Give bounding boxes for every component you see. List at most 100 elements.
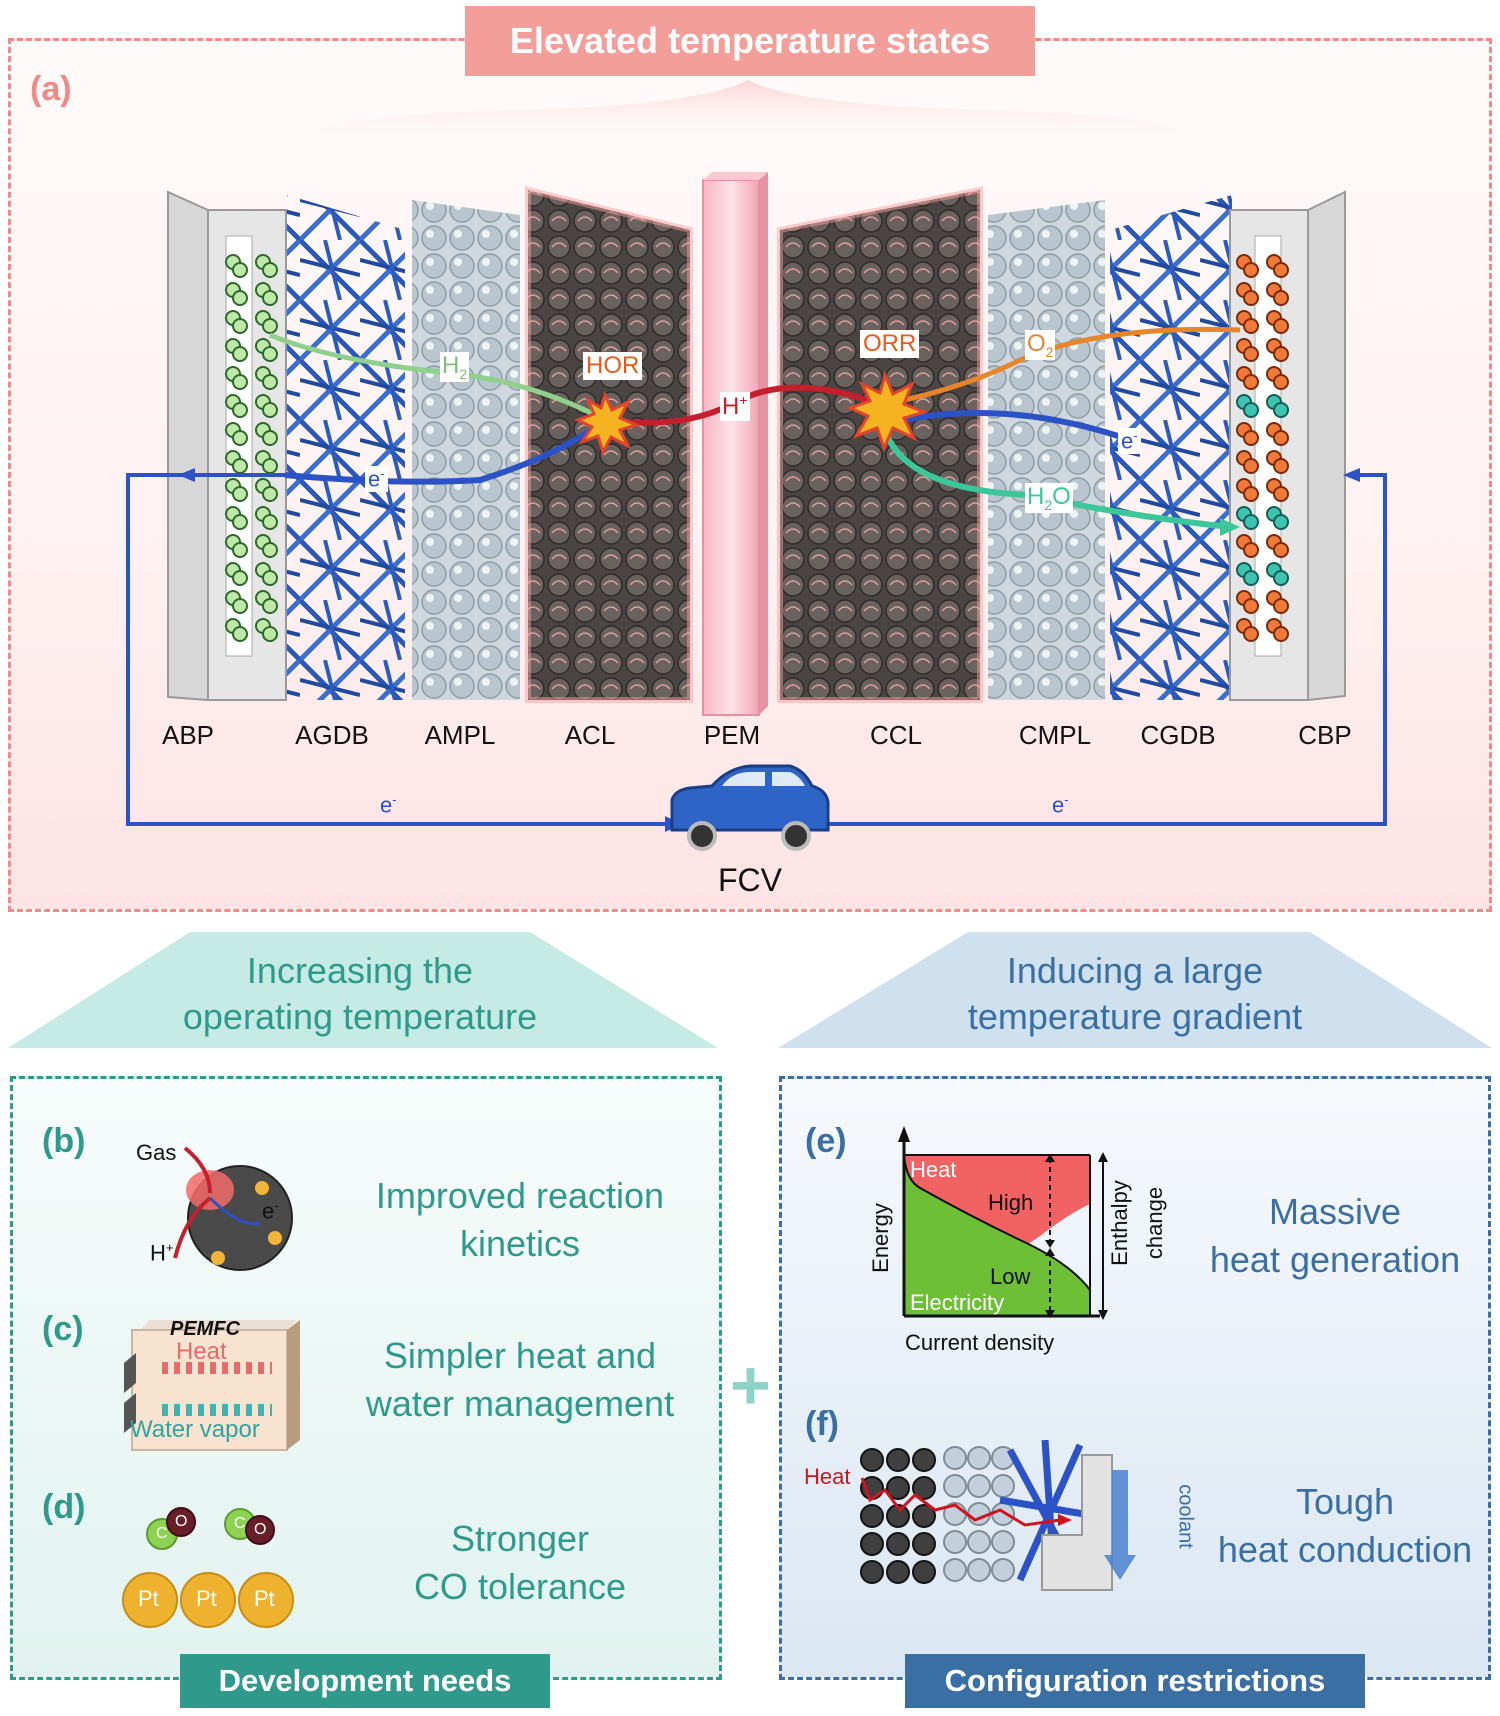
efficiency-curve xyxy=(903,1154,1091,1291)
plus-sign: + xyxy=(730,1346,771,1424)
molecule-atom xyxy=(232,318,248,334)
molecule-atom xyxy=(1273,318,1289,334)
pt-label-1: Pt xyxy=(138,1586,159,1611)
chart-heat-label: Heat xyxy=(910,1157,957,1182)
molecule-atom xyxy=(262,374,278,390)
molecule-atom xyxy=(1243,570,1259,586)
panel-f-label: (f) xyxy=(805,1405,839,1443)
molecule-atom xyxy=(860,1560,884,1584)
molecule-atom xyxy=(262,290,278,306)
chart-right-label-1: Enthalpy xyxy=(1107,1180,1132,1266)
molecule-atom xyxy=(232,262,248,278)
o-atom-label-2: O xyxy=(254,1521,267,1538)
agdb-layer xyxy=(287,195,405,700)
c-atom-label-1: C xyxy=(156,1525,168,1542)
heat-conduction-icon xyxy=(860,1440,1136,1591)
banner-elevated-temperature: Elevated temperature states xyxy=(465,6,1035,76)
panel-d-label: (d) xyxy=(42,1488,86,1526)
anode-h2-molecules xyxy=(225,254,278,642)
molecule-atom xyxy=(1243,430,1259,446)
electron-label-anode: e- xyxy=(365,466,388,493)
molecule-atom xyxy=(991,1558,1015,1582)
molecule-atom xyxy=(1243,458,1259,474)
molecule-atom xyxy=(262,458,278,474)
molecule-atom xyxy=(1273,486,1289,502)
chart-ylabel: Energy xyxy=(868,1203,893,1273)
pt-label-2: Pt xyxy=(196,1586,217,1611)
h2-label: H2 xyxy=(440,352,470,382)
molecule-atom xyxy=(1243,514,1259,530)
energy-chart xyxy=(898,1126,1108,1320)
molecule-atom xyxy=(1273,570,1289,586)
co-pt-icon xyxy=(122,1507,294,1628)
molecule-atom xyxy=(1243,346,1259,362)
orr-label: ORR xyxy=(860,330,920,358)
molecule-atom xyxy=(1273,290,1289,306)
layer-label-acl: ACL xyxy=(564,720,616,750)
electron-label-left-circuit: e- xyxy=(380,792,397,818)
heat-path xyxy=(860,1477,1061,1527)
bipolar-plate-shape xyxy=(1041,1454,1113,1591)
c-atom-label-2: C xyxy=(234,1515,246,1532)
molecule-atom xyxy=(262,346,278,362)
molecule-atom xyxy=(991,1530,1015,1554)
molecule-atom xyxy=(262,402,278,418)
panel-c-label: (c) xyxy=(42,1310,84,1348)
molecule-atom xyxy=(1243,598,1259,614)
pemfc-block-icon xyxy=(124,1320,300,1451)
molecule-atom xyxy=(1273,458,1289,474)
molecule-atom xyxy=(943,1530,967,1554)
molecule-atom xyxy=(1273,374,1289,390)
molecule-atom xyxy=(262,514,278,530)
electron-label-b: e- xyxy=(262,1198,279,1224)
molecule-atom xyxy=(943,1446,967,1470)
layer-label-agdb: AGDB xyxy=(295,720,369,750)
layer-label-cmpl: CMPL xyxy=(1018,720,1092,750)
molecule-atom xyxy=(991,1502,1015,1526)
molecule-atom xyxy=(232,542,248,558)
molecule-atom xyxy=(232,430,248,446)
temperature-brace xyxy=(285,80,1215,150)
molecule-atom xyxy=(1243,402,1259,418)
molecule-atom xyxy=(262,626,278,642)
molecule-atom xyxy=(1273,402,1289,418)
circuit-arrow-left xyxy=(178,468,195,482)
molecule-atom xyxy=(1243,318,1259,334)
chart-right-label-2: change xyxy=(1142,1186,1167,1260)
molecule-atom xyxy=(1273,598,1289,614)
molecule-atom xyxy=(967,1558,991,1582)
molecule-atom xyxy=(1273,262,1289,278)
molecule-atom xyxy=(886,1448,910,1472)
molecule-atom xyxy=(262,318,278,334)
molecule-atom xyxy=(232,374,248,390)
molecule-atom xyxy=(262,542,278,558)
molecule-atom xyxy=(232,626,248,642)
molecule-atom xyxy=(232,598,248,614)
trapezoids xyxy=(8,932,1492,1048)
chart-low-label: Low xyxy=(990,1264,1031,1289)
chart-electricity-label: Electricity xyxy=(910,1290,1005,1315)
molecule-atom xyxy=(262,262,278,278)
molecule-atom xyxy=(886,1476,910,1500)
molecule-atom xyxy=(860,1448,884,1472)
molecule-atom xyxy=(1243,374,1259,390)
layer-label-abp: ABP xyxy=(161,720,215,750)
layer-label-cgdb: CGDB xyxy=(1140,720,1216,750)
circuit-arrow-in xyxy=(1343,468,1360,482)
layer-label-pem: PEM xyxy=(703,720,761,750)
hor-reaction-burst xyxy=(574,390,641,456)
development-needs-banner: Development needs xyxy=(180,1654,550,1708)
molecule-atom xyxy=(912,1504,936,1528)
molecule-atom xyxy=(232,570,248,586)
configuration-restrictions-banner: Configuration restrictions xyxy=(905,1654,1365,1708)
ampl-layer xyxy=(412,200,520,700)
panel-a-label: (a) xyxy=(30,70,72,108)
pt-label-3: Pt xyxy=(254,1586,275,1611)
molecule-atom xyxy=(262,486,278,502)
molecule-atom xyxy=(1273,346,1289,362)
water-vapor-label: Water vapor xyxy=(130,1416,260,1443)
